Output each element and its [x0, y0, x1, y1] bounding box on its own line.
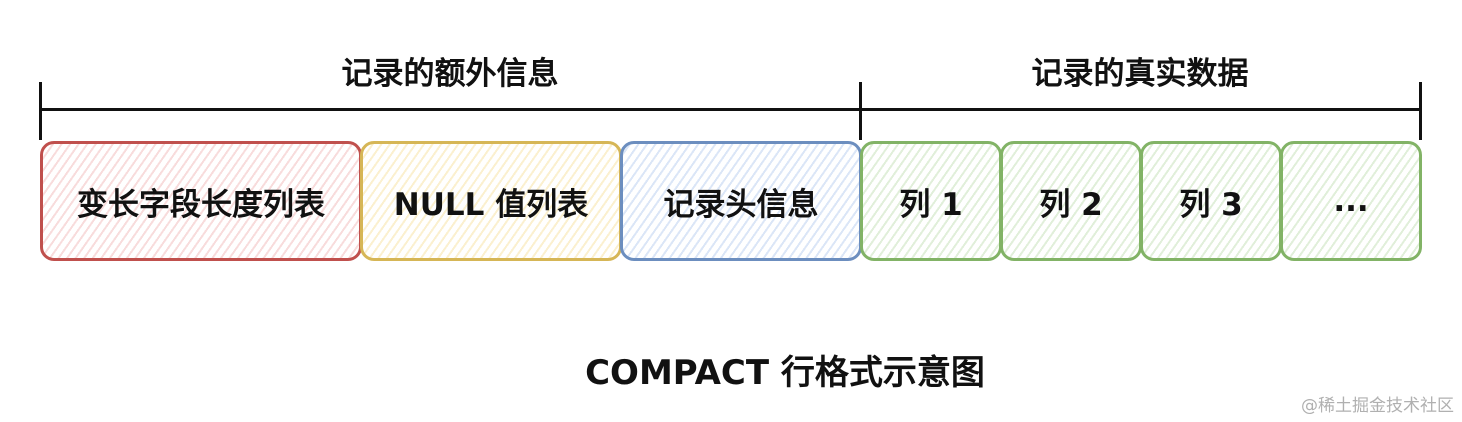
field-label: 列 3 [1179, 186, 1243, 223]
field-column-2: 列 2 [1000, 141, 1142, 261]
field-null-value-list: NULL 值列表 [360, 141, 622, 261]
field-label: 列 2 [1039, 186, 1103, 223]
field-column-more: ... [1280, 141, 1422, 261]
field-column-1: 列 1 [860, 141, 1002, 261]
field-variable-length-list: 变长字段长度列表 [40, 141, 362, 261]
bracket-line-extra-info [40, 108, 862, 111]
bracket-tick-middle [859, 82, 862, 140]
field-label: 变长字段长度列表 [77, 186, 325, 223]
bracket-tick-right [1419, 82, 1422, 140]
bracket-tick-left [39, 82, 42, 140]
field-label: ... [1333, 183, 1369, 219]
watermark: @稀土掘金技术社区 [1301, 396, 1454, 416]
bracket-line-real-data [860, 108, 1422, 111]
section-title-real-data: 记录的真实数据 [1031, 56, 1249, 92]
field-label: 记录头信息 [663, 186, 819, 223]
field-label: NULL 值列表 [393, 186, 589, 223]
field-column-3: 列 3 [1140, 141, 1282, 261]
field-label: 列 1 [899, 186, 963, 223]
diagram-caption: COMPACT 行格式示意图 [585, 353, 985, 393]
field-record-header: 记录头信息 [620, 141, 862, 261]
section-title-extra-info: 记录的额外信息 [341, 56, 559, 92]
